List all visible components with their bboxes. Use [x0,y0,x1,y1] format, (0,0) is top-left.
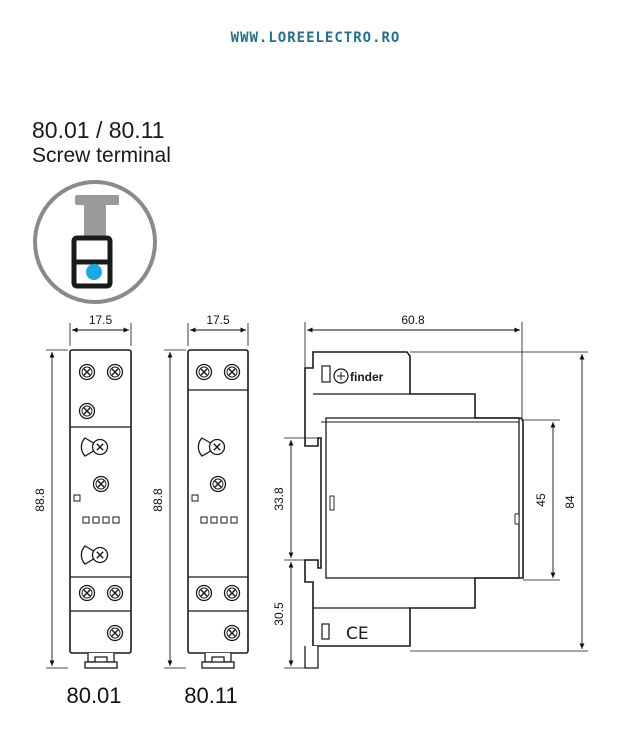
screw-terminal-icon [33,180,157,304]
side-lower-left-label: 30.5 [272,602,286,626]
finder-logo-icon: finder [321,365,384,384]
front-view-80-11: 17.5 88.8 80.11 [151,313,249,708]
side-outer-right-label: 84 [563,495,577,509]
side-view: 60.8 finder CE 33.8 30.5 [272,313,588,669]
svg-text:CE: CE [346,624,369,644]
front-view-80-01: 17.5 88.8 80.01 [33,313,132,708]
model-title: 80.01 / 80.11 [32,117,165,143]
brand-label: finder [350,370,384,384]
front2-height-label: 88.8 [151,488,165,512]
terminal-type-label: Screw terminal [32,144,171,167]
side-upper-left-label: 33.8 [272,487,286,511]
title-block: 80.01 / 80.11 Screw terminal [32,117,171,169]
side-depth-label: 60.8 [401,313,425,327]
side-inner-right-label: 45 [534,493,548,507]
front2-caption: 80.11 [184,683,237,708]
front1-caption: 80.01 [66,683,121,708]
watermark: WWW.LOREELECTRO.RO [230,30,401,46]
front1-height-label: 88.8 [33,488,47,512]
ce-mark-icon: CE [321,623,369,644]
front1-width-label: 17.5 [89,313,113,327]
front2-width-label: 17.5 [206,313,230,327]
